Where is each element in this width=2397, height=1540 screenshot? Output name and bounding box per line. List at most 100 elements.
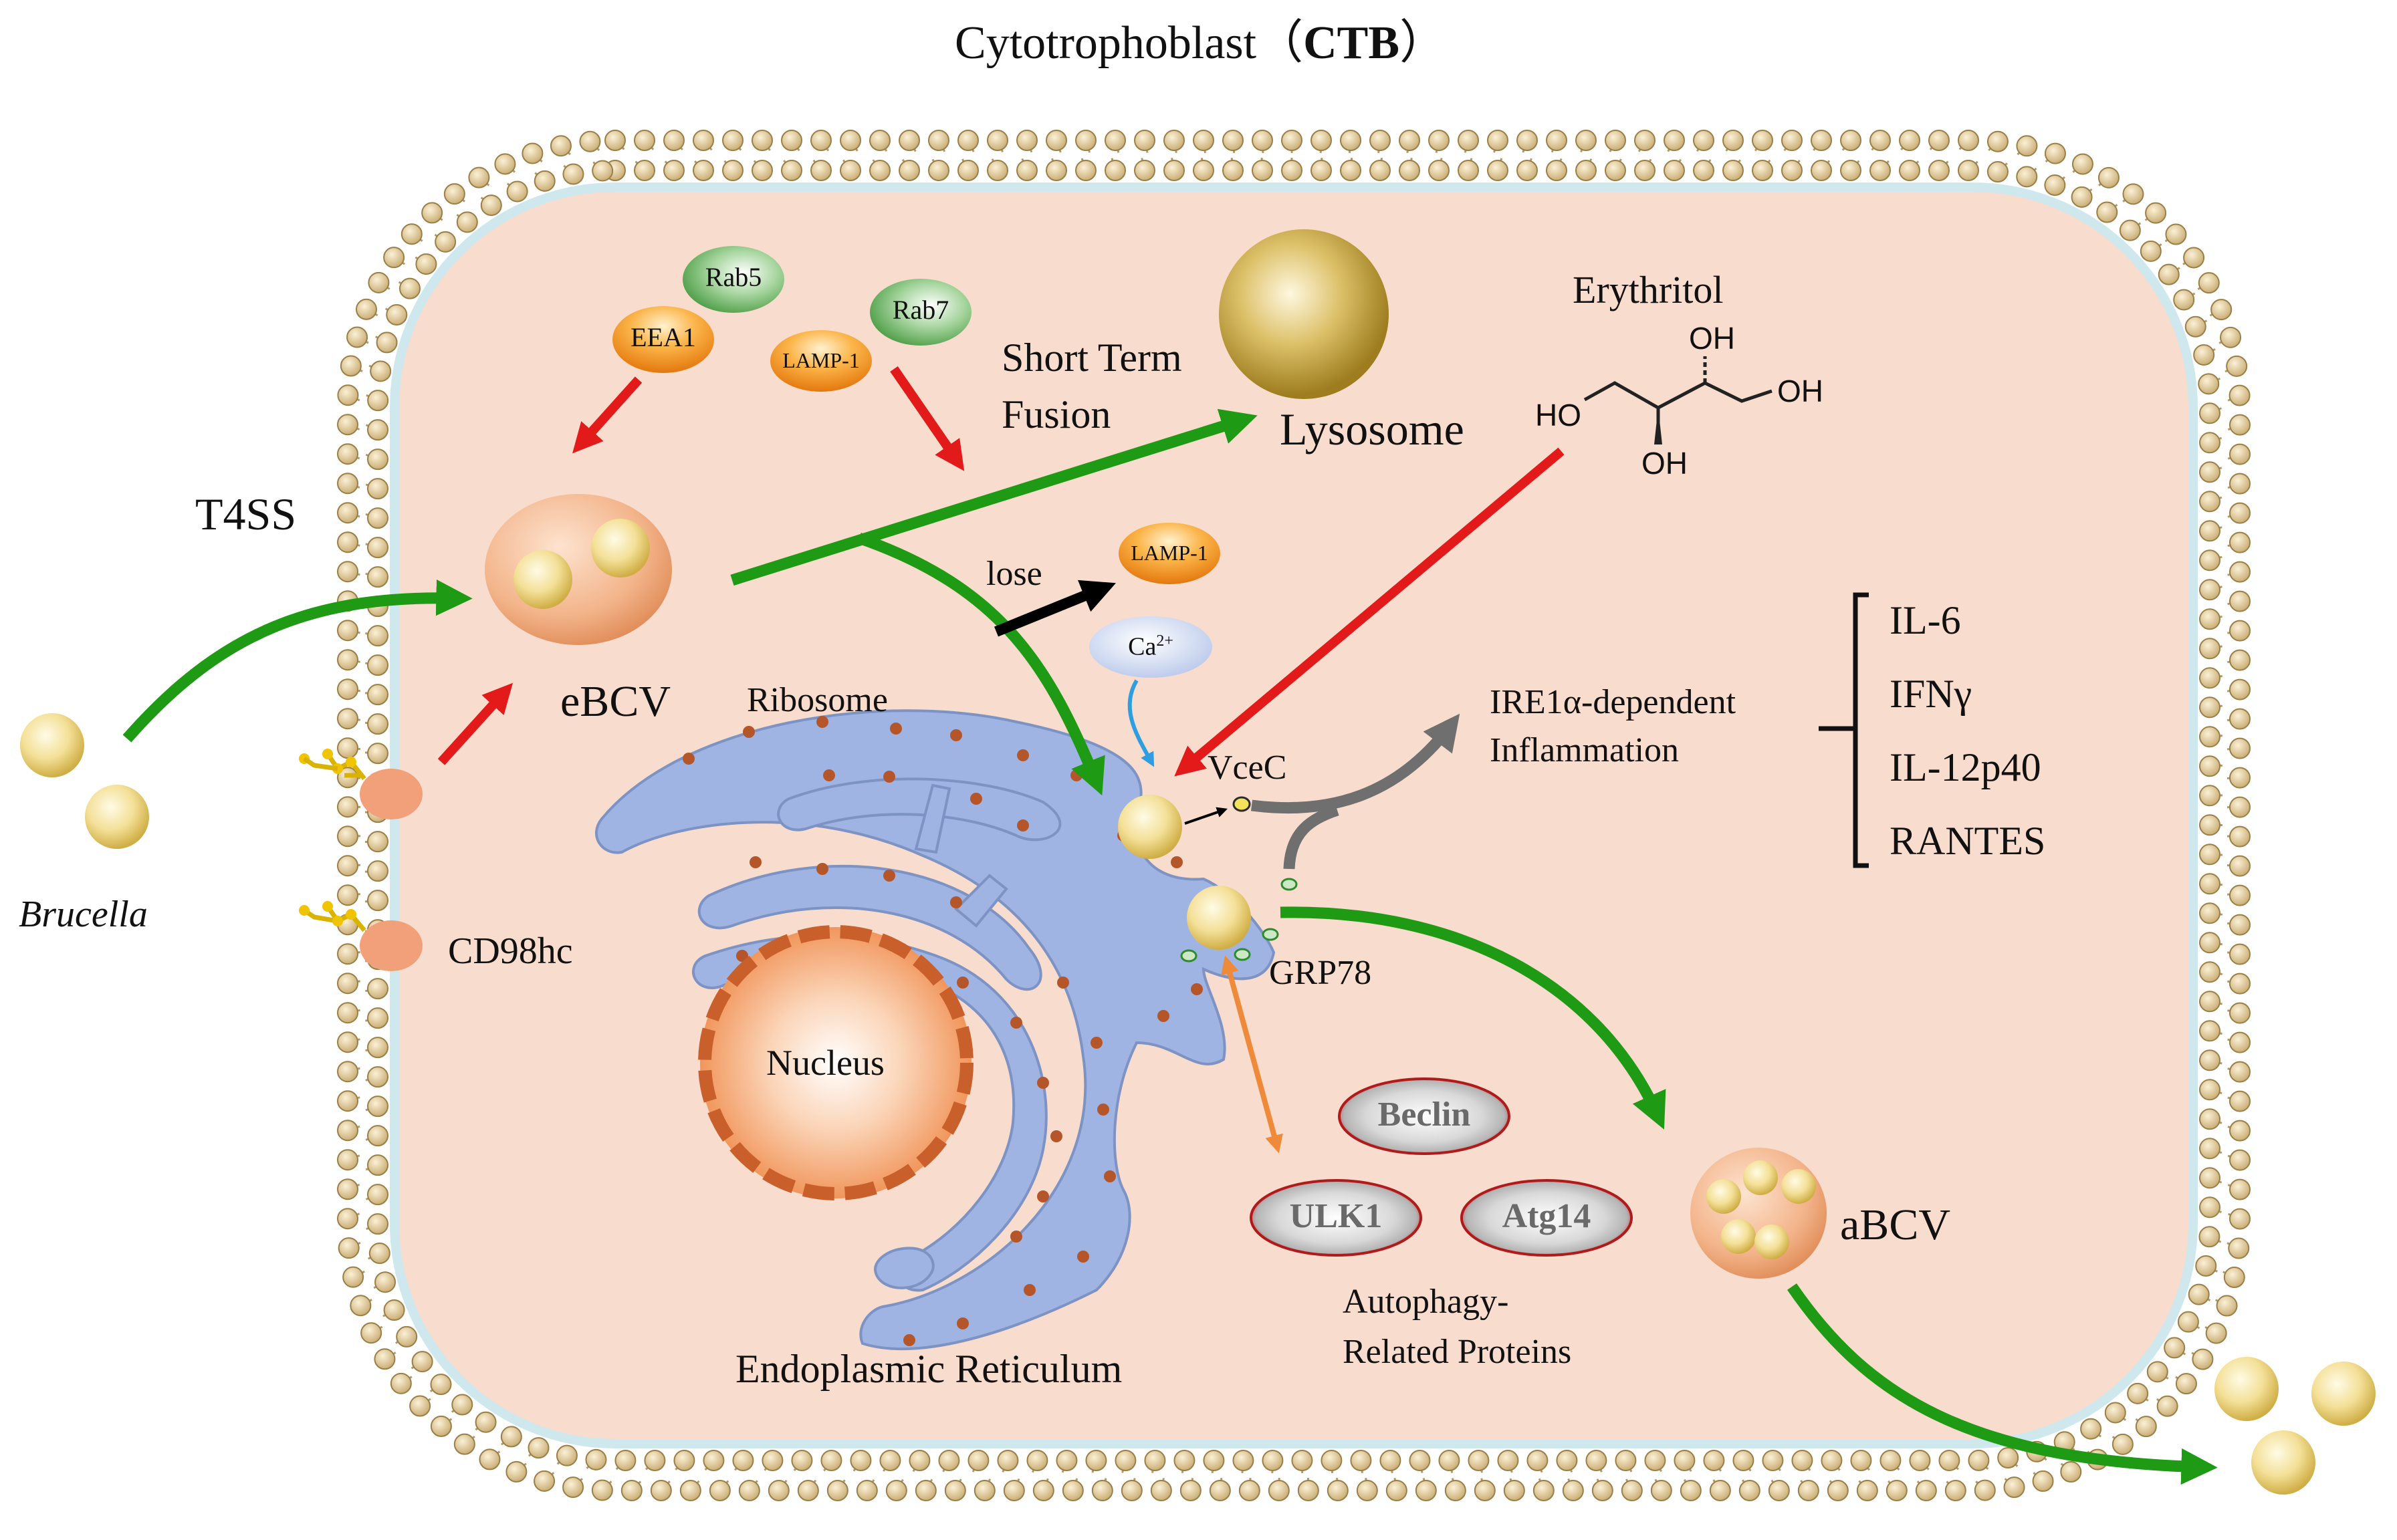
lipid-head — [1534, 1481, 1554, 1501]
lipid-head — [2200, 1021, 2220, 1041]
lipid-head — [2200, 1197, 2220, 1217]
lipid-head — [1223, 160, 1243, 180]
ribosome-dot — [1157, 1010, 1169, 1022]
label-ire1a-line2: Inflammation — [1490, 733, 1679, 768]
lipid-head — [2176, 1374, 2196, 1394]
lipid-head — [2230, 1092, 2250, 1112]
lipid-head — [338, 1003, 358, 1023]
lipid-head — [1782, 160, 1802, 180]
lipid-head — [422, 203, 442, 223]
brucella-bacterium — [1754, 1225, 1789, 1259]
lipid-head — [368, 1037, 388, 1057]
lipid-head — [2200, 874, 2220, 894]
lipid-head — [1851, 1450, 1871, 1470]
lipid-head — [2230, 768, 2250, 788]
lipid-head — [391, 1374, 411, 1394]
lipid-head — [2200, 1109, 2220, 1129]
label-short-term: Short Term — [1002, 338, 1182, 378]
brucella-bacterium — [20, 713, 84, 777]
lipid-head — [2230, 680, 2250, 700]
lipid-head — [2230, 739, 2250, 759]
lipid-head — [368, 890, 388, 910]
lipid-head — [2230, 709, 2250, 729]
lipid-head — [501, 1426, 522, 1446]
lipid-head — [338, 1150, 358, 1170]
lipid-head — [2230, 944, 2250, 965]
lipid-head — [2230, 1121, 2250, 1141]
lipid-head — [2033, 1471, 2053, 1491]
lipid-head — [370, 361, 390, 381]
lipid-head — [1380, 1450, 1400, 1470]
lipid-head — [811, 160, 831, 180]
lipid-head — [368, 1126, 388, 1146]
lipid-head — [2148, 1362, 2168, 1382]
lipid-head — [2230, 827, 2250, 847]
lipid-head — [341, 356, 361, 376]
lipid-head — [2200, 756, 2220, 776]
lipid-head — [733, 1450, 753, 1470]
lipid-head — [2174, 289, 2194, 309]
lipid-head — [528, 1438, 548, 1458]
lipid-head — [2113, 1434, 2133, 1454]
lipid-head — [939, 1450, 959, 1470]
ribosome-dot — [1077, 1251, 1089, 1263]
lipid-head — [1468, 1450, 1488, 1470]
lipid-head — [1046, 160, 1066, 180]
lipid-head — [1063, 1481, 1083, 1501]
lipid-head — [413, 1352, 433, 1372]
lipid-head — [1357, 1481, 1377, 1501]
label-cd98hc: CD98hc — [448, 932, 573, 970]
lipid-head — [338, 885, 358, 905]
lipid-head — [1586, 1450, 1606, 1470]
ribosome-dot — [883, 870, 895, 882]
lipid-head — [1664, 160, 1684, 180]
brucella-bacterium — [85, 785, 149, 849]
lipid-head — [2199, 1227, 2219, 1247]
lipid-head — [2200, 1168, 2220, 1188]
lipid-head — [2211, 299, 2231, 319]
lipid-head — [635, 130, 655, 150]
lipid-head — [1174, 1450, 1194, 1470]
lipid-head — [338, 709, 358, 729]
lipid-head — [1475, 1481, 1495, 1501]
lipid-head — [1446, 1481, 1466, 1501]
lipid-head — [615, 1450, 635, 1470]
lipid-head — [1681, 1481, 1701, 1501]
lipid-head — [586, 1450, 606, 1470]
lipid-head — [821, 1450, 841, 1470]
brucella-bacterium — [2214, 1357, 2279, 1421]
lipid-head — [2200, 697, 2220, 717]
lipid-head — [2229, 1239, 2249, 1259]
lipid-head — [2178, 1312, 2198, 1332]
ribosome-dot — [1091, 1037, 1103, 1049]
label-lose: lose — [986, 557, 1042, 592]
lipid-head — [1416, 1481, 1436, 1501]
lipid-head — [2230, 474, 2250, 494]
lipid-head — [1998, 1448, 2018, 1468]
lipid-head — [2045, 175, 2065, 195]
label-lamp1-lost: LAMP-1 — [1126, 542, 1213, 563]
lipid-head — [368, 1155, 388, 1175]
lipid-head — [1635, 160, 1655, 180]
lipid-head — [1240, 1481, 1260, 1501]
lipid-head — [1975, 1481, 1995, 1501]
lipid-head — [2200, 550, 2220, 570]
ribosome-dot — [970, 793, 982, 805]
label-atg14: Atg14 — [1468, 1199, 1625, 1234]
lipid-head — [384, 247, 404, 267]
brucella-bacterium — [2311, 1362, 2376, 1426]
brucella-bacterium — [1706, 1179, 1741, 1214]
lipid-head — [635, 160, 655, 180]
brucella-in-er — [1187, 886, 1251, 950]
lipid-head — [1429, 160, 1449, 180]
lipid-head — [2206, 1323, 2227, 1343]
lipid-head — [347, 327, 367, 347]
lipid-head — [2230, 533, 2250, 553]
ribosome-dot — [1017, 749, 1029, 761]
lipid-head — [2005, 1477, 2025, 1497]
lipid-head — [857, 1481, 877, 1501]
ebcv-vacuole — [485, 494, 672, 645]
lipid-head — [535, 171, 555, 191]
lipid-head — [1929, 130, 1949, 150]
